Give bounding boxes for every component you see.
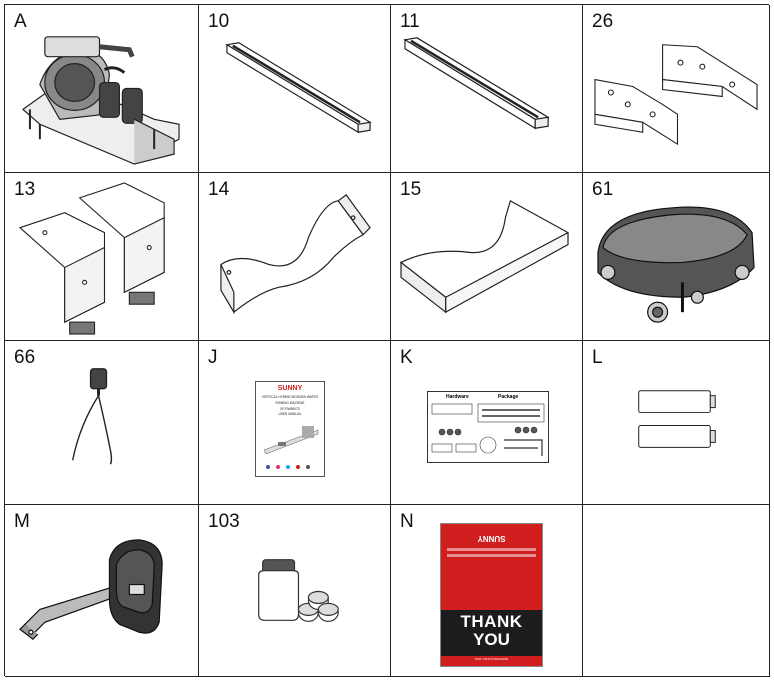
card-headline1: THANK: [460, 612, 523, 631]
mounting-brackets-icon: [583, 5, 769, 172]
part-label: J: [208, 347, 218, 368]
manual-subtitle: USER MANUAL: [278, 412, 302, 416]
part-label: 10: [208, 11, 230, 32]
card-headline2: YOU: [473, 630, 510, 649]
part-label: 61: [592, 179, 614, 200]
rear-wooden-base-icon: [199, 173, 390, 340]
part-label: M: [14, 511, 30, 532]
batteries-icon: [583, 341, 769, 504]
part-cell-61: 61: [583, 173, 770, 341]
manual-brand: SUNNY: [277, 385, 303, 392]
part-cell-k: K Hardware Package: [391, 341, 583, 505]
hardware-sheet: Hardware Package: [427, 391, 549, 463]
part-cell-26: 26: [583, 5, 770, 173]
part-cell-l: L: [583, 341, 770, 505]
part-label: N: [400, 511, 414, 532]
part-cell-n: N SUNNY THANK YOU FOR YOUR PURCHASE: [391, 505, 583, 677]
jar-and-tablets-icon: [199, 505, 390, 676]
wooden-support-blocks-icon: [5, 173, 198, 340]
part-label: 13: [14, 179, 36, 200]
part-cell-103: 103: [199, 505, 391, 677]
seat-icon: [583, 173, 769, 340]
card-fine-print-line: [447, 548, 536, 551]
part-cell-14: 14: [199, 173, 391, 341]
part-cell-m: M: [5, 505, 199, 677]
hardware-col2: Package: [498, 394, 519, 400]
part-cell-j: J SUNNY VERTICAL HYBRID WOODEN WATER ROW…: [199, 341, 391, 505]
part-label: 103: [208, 511, 240, 532]
part-label: K: [400, 347, 413, 368]
manual-machine-illustration: [263, 426, 319, 455]
part-cell-empty: [583, 505, 770, 677]
part-cell-13: 13: [5, 173, 199, 341]
hardware-col1: Hardware: [446, 394, 469, 400]
user-manual-icon: SUNNY VERTICAL HYBRID WOODEN WATER ROWIN…: [255, 381, 325, 477]
part-cell-66: 66: [5, 341, 199, 505]
manual-social-icons: [266, 465, 310, 469]
part-label: 14: [208, 179, 230, 200]
parts-grid: A 10: [4, 4, 770, 677]
card-fine-print-line: [447, 554, 536, 557]
part-label: 11: [400, 11, 420, 32]
hardware-package-sheet-icon: Hardware Package: [391, 341, 582, 504]
part-label: 26: [592, 11, 614, 32]
wooden-rail-icon: [199, 5, 390, 172]
sensor-cable-icon: [5, 341, 198, 504]
card-footer: FOR YOUR PURCHASE: [474, 657, 509, 661]
card-brand: SUNNY: [477, 534, 506, 543]
manual-model: SF-RW5907S: [280, 407, 300, 411]
manual-title-line1: VERTICAL HYBRID WOODEN WATER: [262, 395, 318, 399]
manual-title-line2: ROWING MACHINE: [275, 401, 305, 405]
monitor-with-arm-icon: [5, 505, 198, 676]
front-wooden-base-icon: [391, 173, 582, 340]
part-cell-15: 15: [391, 173, 583, 341]
part-label: L: [592, 347, 603, 368]
part-cell-a: A: [5, 5, 199, 173]
card-dark-band: [441, 610, 542, 656]
part-cell-11: 11: [391, 5, 583, 173]
part-label: 66: [14, 347, 36, 368]
part-label: A: [14, 11, 27, 32]
rowing-machine-main-frame-icon: [5, 5, 198, 172]
wooden-rail-icon: [391, 5, 582, 172]
part-label: 15: [400, 179, 422, 200]
part-cell-10: 10: [199, 5, 391, 173]
thank-you-card-icon: SUNNY THANK YOU FOR YOUR PURCHASE: [440, 523, 543, 667]
